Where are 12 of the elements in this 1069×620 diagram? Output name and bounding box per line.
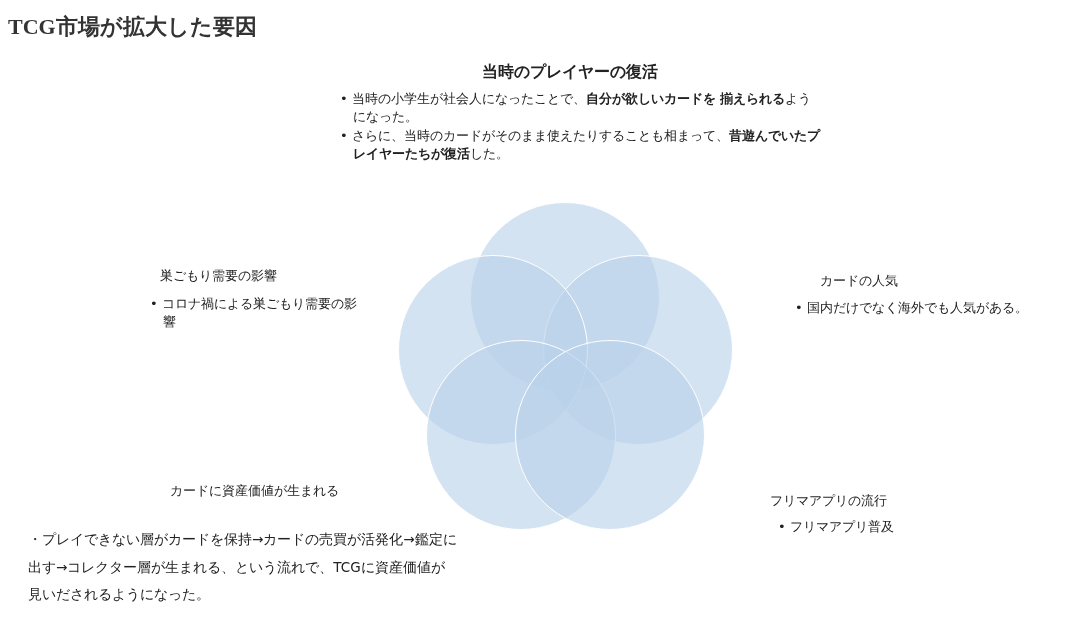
bullet-text: • さらに、当時のカードがそのまま使えたりすることも相まって、昔遊んでいたプレイヤーたちが復活した。 [340,127,822,164]
bullet-text: • 当時の小学生が社会人になったことで、自分が欲しいカードを 揃えられるようになった。 [340,90,813,127]
bullet-text: • 国内だけでなく海外でも人気がある。 [795,299,1029,317]
diagram-title: TCG市場が拡大した要因 [8,13,257,41]
section-heading: 当時のプレイヤーの復活 [481,62,659,83]
bullet-text: 巣ごもり需要の影響 [160,267,278,285]
bullet-text: • フリマアプリ普及 [778,518,895,536]
bullet-text: • コロナ禍による巣ごもり需要の影響 [150,295,358,332]
bullet-text: カードに資産価値が生まれる [170,482,340,500]
bullet-text: フリマアプリの流行 [770,492,888,510]
bullet-text: ・プレイできない層がカードを保持→カードの売買が活発化→鑑定に出す→コレクター層が生まれる、という流れで、TCGに資産価値が見いだされるようになった。 [28,530,458,605]
bullet-text: カードの人気 [820,272,899,290]
